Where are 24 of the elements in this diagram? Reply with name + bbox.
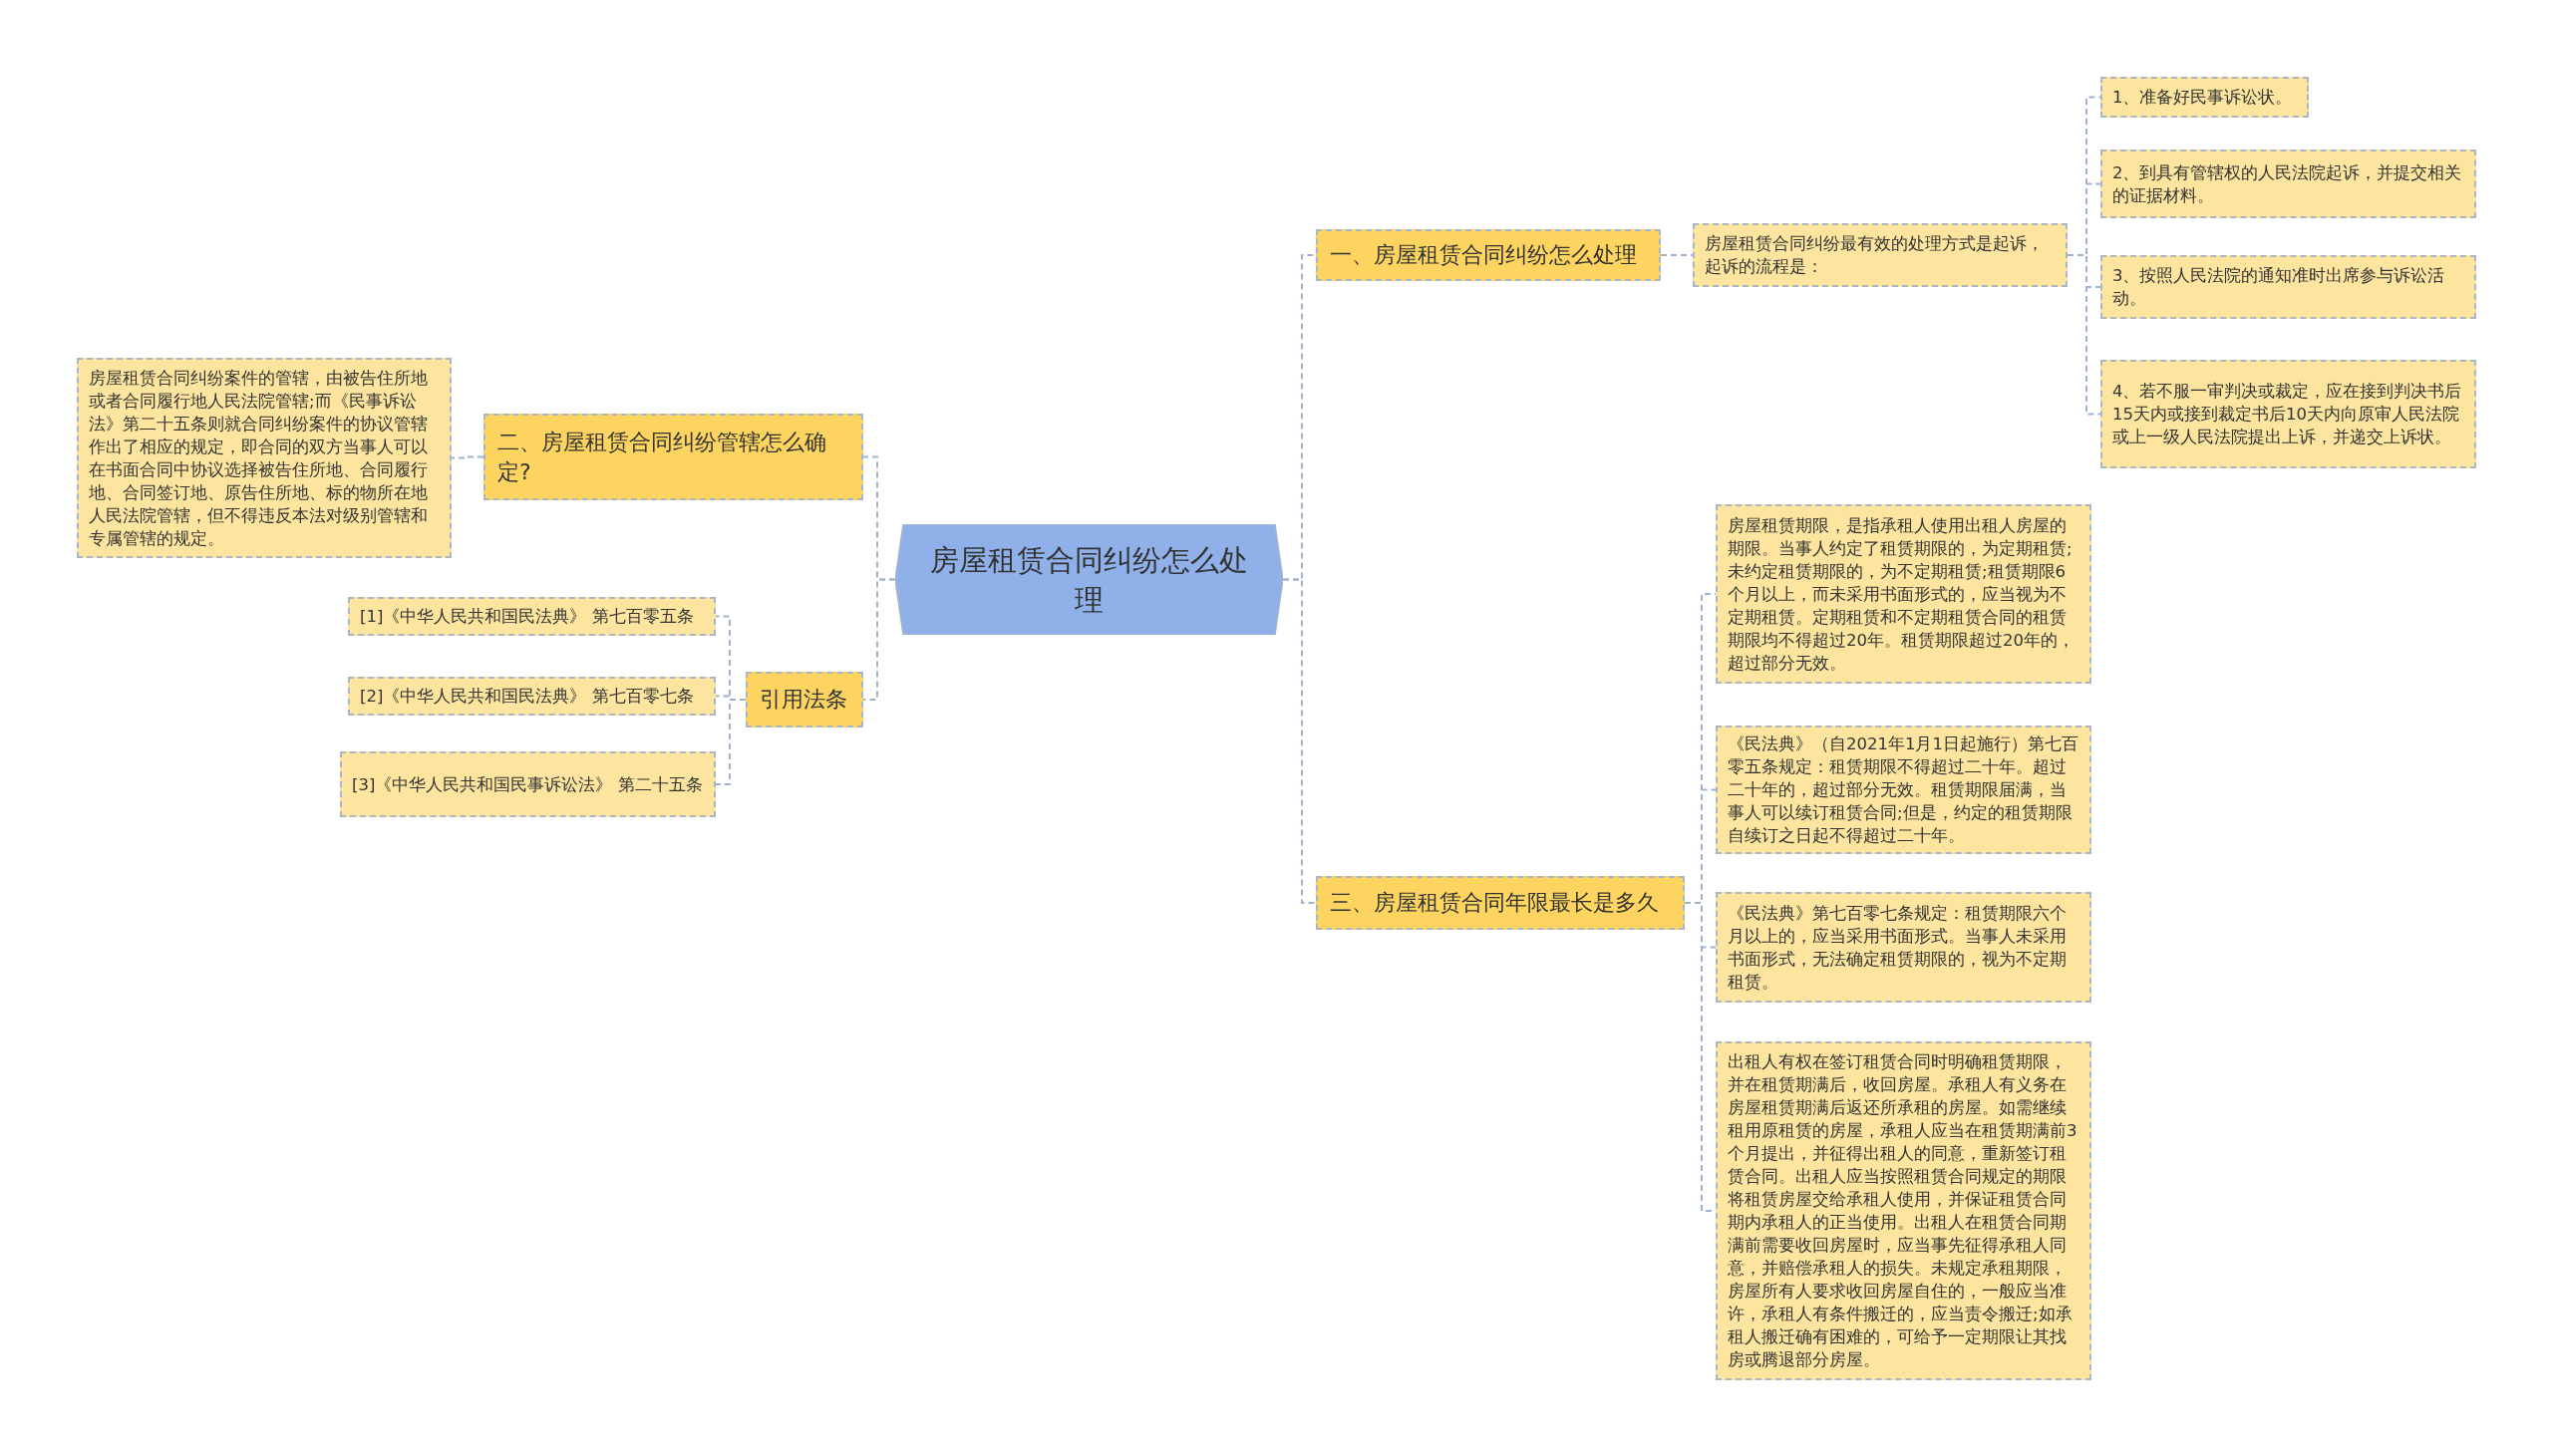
- note-box: 房屋租赁合同纠纷案件的管辖，由被告住所地或者合同履行地人民法院管辖;而《民事诉讼法》第二十五条则就合同纠纷案件的协议管辖作出了相应的规定，即合同的双方当事人可以在书面合同中协议选择被告住所地、合同履行地、合同签订地、原告住所地、标的物所在地人民法院管辖，但不得违反本法对级别管辖和专属管辖的规定。: [77, 358, 452, 558]
- note-box: 《民法典》（自2021年1月1日起施行）第七百零五条规定：租赁期限不得超过二十年。超过二十年的，超过部分无效。租赁期限届满，当事人可以续订租赁合同;但是，约定的租赁期限自续订之日起不得超过二十年。: [1716, 726, 2091, 854]
- note-box: 4、若不服一审判决或裁定，应在接到判决书后15天内或接到裁定书后10天内向原审人民法院或上一级人民法院提出上诉，并递交上诉状。: [2100, 360, 2476, 468]
- topic-box: 二、房屋租赁合同纠纷管辖怎么确定?: [483, 414, 863, 500]
- note-box: 3、按照人民法院的通知准时出席参与诉讼活动。: [2100, 255, 2476, 319]
- note-box: [2]《中华人民共和国民法典》 第七百零七条: [348, 677, 716, 716]
- connector-line: [451, 455, 484, 459]
- connector-line: [1660, 254, 1694, 256]
- note-box: 房屋租赁期限，是指承租人使用出租人房屋的期限。当事人约定了租赁期限的，为定期租赁;未约定租赁期限的，为不定期租赁;租赁期限6个月以上，而未采用书面形式的，应当视为不定期租赁。定期租赁和不定期租赁合同的租赁期限均不得超过20年。租赁期限超过20年的，超过部分无效。: [1716, 504, 2091, 684]
- topic-box: 一、房屋租赁合同纠纷怎么处理: [1316, 229, 1661, 281]
- note-box: 房屋租赁合同纠纷最有效的处理方式是起诉，起诉的流程是：: [1693, 223, 2068, 287]
- connector-line: [862, 578, 896, 701]
- connector-line: [1282, 578, 1317, 904]
- note-box: [3]《中华人民共和国民事诉讼法》 第二十五条: [340, 751, 716, 817]
- connector-line: [715, 699, 747, 785]
- note-box: [1]《中华人民共和国民法典》 第七百零五条: [348, 597, 716, 636]
- connector-line: [2067, 254, 2101, 416]
- note-box: 1、准备好民事诉讼状。: [2100, 77, 2309, 118]
- note-box: 《民法典》第七百零七条规定：租赁期限六个月以上的，应当采用书面形式。当事人未采用书面形式，无法确定租赁期限的，视为不定期租赁。: [1716, 892, 2091, 1003]
- central-topic: 房屋租赁合同纠纷怎么处理: [895, 524, 1283, 635]
- topic-box: 引用法条: [746, 672, 863, 728]
- note-box: 出租人有权在签订租赁合同时明确租赁期限，并在租赁期满后，收回房屋。承租人有义务在房屋租赁期满后返还所承租的房屋。如需继续租用原租赁的房屋，承租人应当在租赁期满前3个月提出，并征得出租人的同意，重新签订租赁合同。出租人应当按照租赁合同规定的期限将租赁房屋交给承租人使用，并保证租赁合同期内承租人的正当使用。出租人在租赁合同期满前需要收回房屋时，应当事先征得承租人同意，并赔偿承租人的损失。未规定承租期限，房屋所有人要求收回房屋自住的，一般应当准许，承租人有条件搬迁的，应当责令搬迁;如承租人搬迁确有困难的，可给予一定期限让其找房或腾退部分房屋。: [1716, 1041, 2091, 1380]
- topic-box: 三、房屋租赁合同年限最长是多久: [1316, 876, 1685, 930]
- note-box: 2、到具有管辖权的人民法院起诉，并提交相关的证据材料。: [2100, 149, 2476, 218]
